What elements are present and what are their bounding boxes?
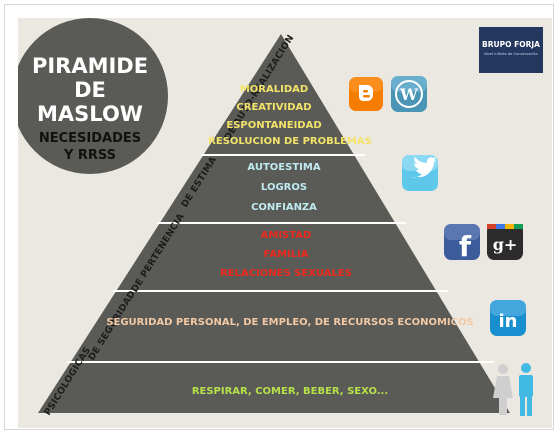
people-icon bbox=[493, 363, 533, 416]
title-circle bbox=[18, 18, 168, 174]
title-sub2: Y RRSS bbox=[63, 148, 116, 163]
googleplus-icon[interactable]: g+ bbox=[487, 224, 523, 260]
svg-text:g+: g+ bbox=[493, 235, 518, 254]
logo-name: BRUPO FORJA bbox=[482, 40, 540, 49]
twitter-icon[interactable] bbox=[402, 155, 438, 191]
level-estima-item: CONFIANZA bbox=[251, 202, 317, 213]
infographic-canvas: PIRAMIDE DE MASLOW NECESIDADES Y RRSS DE… bbox=[18, 18, 552, 428]
blogger-icon[interactable] bbox=[349, 77, 383, 111]
level-psicologicas-item: RESPIRAR, COMER, BEBER, SEXO... bbox=[192, 386, 388, 397]
title-line2: DE bbox=[74, 78, 106, 102]
level-autorealizacion-item: ESPONTANEIDAD bbox=[226, 120, 321, 131]
level-estima-item: AUTOESTIMA bbox=[247, 162, 320, 173]
level-seguridad-item: SEGURIDAD PERSONAL, DE EMPLEO, DE RECURS… bbox=[106, 317, 473, 328]
svg-text:W: W bbox=[399, 85, 419, 104]
level-pertenencia-item: AMISTAD bbox=[261, 230, 312, 241]
level-autorealizacion-item: CREATIVIDAD bbox=[236, 102, 311, 113]
svg-text:in: in bbox=[499, 311, 518, 332]
title-line3: MASLOW bbox=[37, 102, 143, 126]
logo-tagline: Nivel Infinito de Conversación bbox=[484, 52, 538, 56]
page-frame: PIRAMIDE DE MASLOW NECESIDADES Y RRSS DE… bbox=[4, 4, 554, 430]
linkedin-icon[interactable]: in bbox=[490, 300, 526, 336]
facebook-icon[interactable]: f bbox=[444, 224, 480, 263]
wordpress-icon[interactable]: W bbox=[391, 76, 427, 112]
title-line1: PIRAMIDE bbox=[32, 54, 148, 78]
level-autorealizacion-item: MORALIDAD bbox=[240, 84, 308, 95]
level-pertenencia-item: RELACIONES SEXUALES bbox=[220, 268, 352, 279]
infographic-svg: PIRAMIDE DE MASLOW NECESIDADES Y RRSS DE… bbox=[18, 18, 543, 418]
brand-logo: BRUPO FORJA Nivel Infinito de Conversaci… bbox=[479, 27, 543, 73]
svg-text:f: f bbox=[459, 230, 472, 263]
level-autorealizacion-item: RESOLUCION DE PROBLEMAS bbox=[208, 136, 372, 147]
level-pertenencia-item: FAMILIA bbox=[264, 249, 309, 260]
title-sub1: NECESIDADES bbox=[39, 131, 141, 146]
level-estima-item: LOGROS bbox=[261, 182, 307, 193]
